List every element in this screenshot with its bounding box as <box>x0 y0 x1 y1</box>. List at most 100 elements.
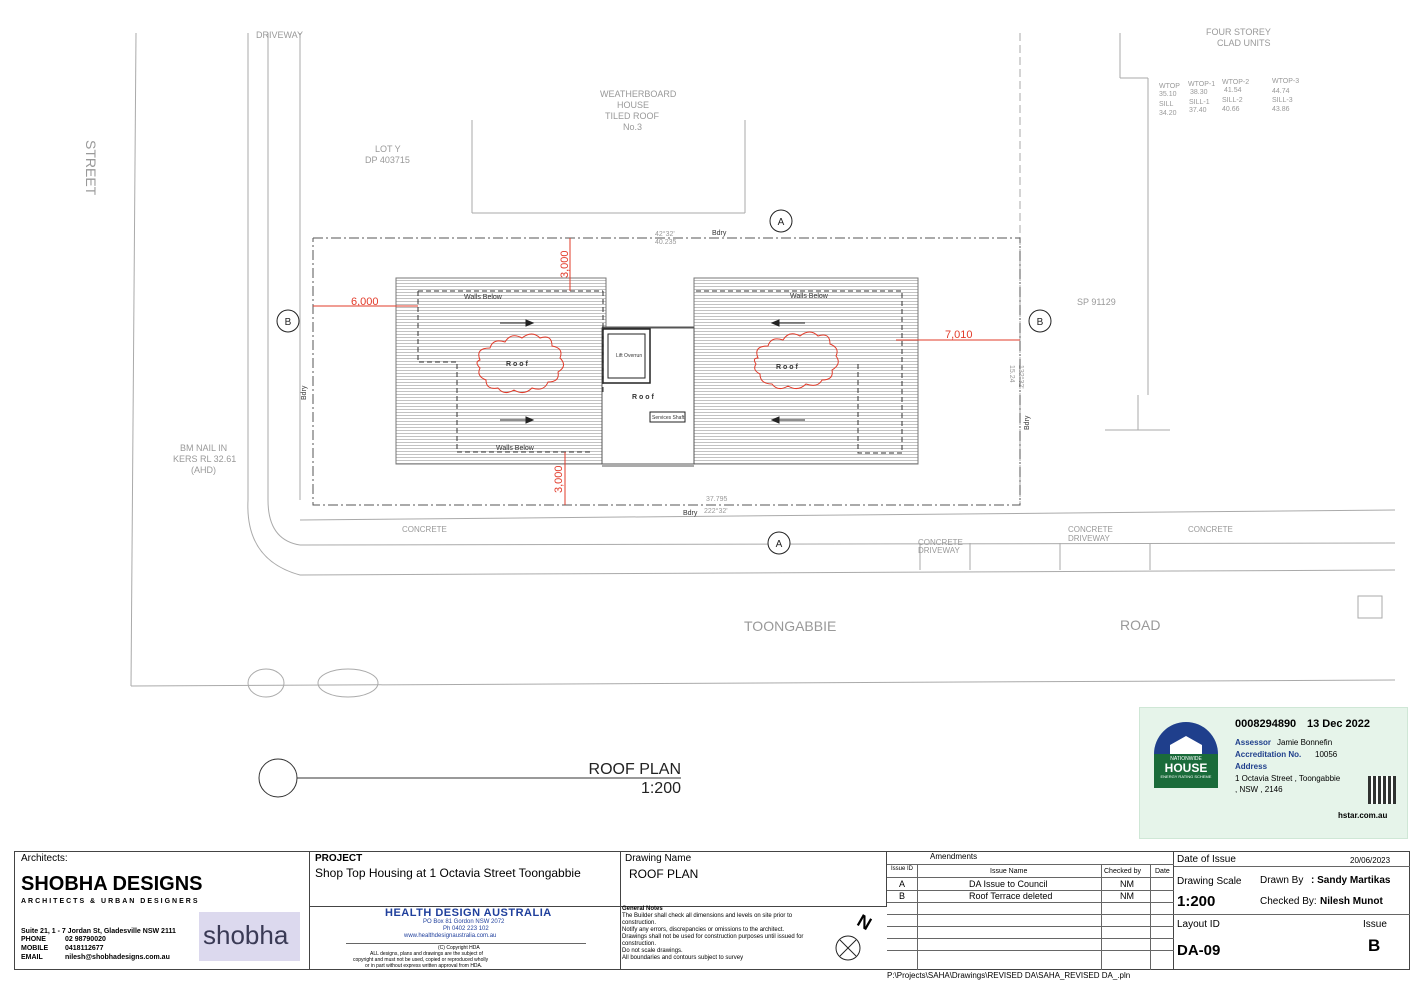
svg-text:44.74: 44.74 <box>1272 88 1290 95</box>
col-date: Date <box>1155 868 1170 875</box>
amendments-label: Amendments <box>930 852 978 861</box>
roof-block-west <box>395 277 607 465</box>
amend-a-checked: NM <box>1120 879 1134 889</box>
hda-ph: Ph 0402 223 102 <box>443 926 489 932</box>
cert-address-1: 1 Octavia Street , Toongabbie <box>1235 774 1341 783</box>
note-5: construction. <box>622 941 657 947</box>
dim-left: 6,000 <box>351 296 379 308</box>
amend-a-name: DA Issue to Council <box>969 879 1048 889</box>
concrete-1: CONCRETE <box>402 525 447 534</box>
note-4: Drawings shall not be used for construct… <box>622 934 804 940</box>
site-boundary <box>312 237 1021 506</box>
bm-2: KERS RL 32.61 <box>173 454 236 464</box>
section-b-right <box>1028 309 1052 333</box>
section-a-top-label: A <box>778 217 785 228</box>
boundary-top-length: 40.235 <box>655 239 677 246</box>
firm-name: SHOBHA DESIGNS <box>21 873 203 895</box>
concrete-driveway-1a: CONCRETE <box>918 538 963 547</box>
col-checked: Checked by <box>1104 868 1141 875</box>
hda-po: PO Box 81 Gordon NSW 2072 <box>423 919 505 925</box>
roof-plan-title: ROOF PLAN <box>589 761 681 778</box>
lot-2: DP 403715 <box>365 155 410 165</box>
hda-copyright: (C) Copyright HDA <box>438 945 480 951</box>
boundary-right-length: 15.24 <box>1008 365 1015 383</box>
note-3: Notify any errors, discrepancies or omis… <box>622 927 785 933</box>
mobile-value: 0418112677 <box>65 945 104 952</box>
four-storey-2: CLAD UNITS <box>1217 38 1271 48</box>
svg-text:WTOP-3: WTOP-3 <box>1272 78 1299 85</box>
cert-assessor: Jamie Bonnefin <box>1277 738 1333 747</box>
logo-text-2: HOUSE <box>1164 761 1208 775</box>
note-1: The Builder shall check all dimensions a… <box>622 913 793 919</box>
architects-cell <box>14 851 310 970</box>
cert-number: 0008294890 <box>1235 718 1297 730</box>
section-a-top <box>769 209 793 233</box>
street-label-vertical: STREET <box>83 140 99 196</box>
svg-text:SILL-1: SILL-1 <box>1189 99 1210 106</box>
layout-id: DA-09 <box>1177 942 1221 959</box>
sp-label: SP 91129 <box>1077 297 1116 307</box>
bdry-left: Bdry <box>301 385 308 400</box>
file-path: P:\Projects\SAHA\Drawings\REVISED DA\SAH… <box>887 971 1131 980</box>
boundary-bottom-bearing: 222°32' <box>704 507 728 515</box>
project-cell <box>310 851 621 907</box>
weatherboard-4: No.3 <box>623 122 642 132</box>
drawing-scale: 1:200 <box>1177 893 1216 910</box>
drawing-name-label: Drawing Name <box>625 853 692 864</box>
drawing-name-cell <box>621 851 887 907</box>
drawn-by-label: Drawn By <box>1260 875 1304 886</box>
driveway-label: DRIVEWAY <box>256 30 303 40</box>
bm-3: (AHD) <box>191 465 216 475</box>
section-b-right-label: B <box>1037 317 1044 328</box>
architects-label: Architects: <box>21 853 68 864</box>
svg-text:WTOP-2: WTOP-2 <box>1222 79 1249 86</box>
lift-overrun-label: Lift Overrun <box>616 353 642 359</box>
note-2: construction. <box>622 920 657 926</box>
svg-text:41.54: 41.54 <box>1224 87 1242 94</box>
concrete-driveway-2a: CONCRETE <box>1068 525 1113 534</box>
weatherboard-2: HOUSE <box>617 100 649 110</box>
svg-text:40.66: 40.66 <box>1222 106 1240 113</box>
boundary-bottom-length: 37.795 <box>706 496 728 503</box>
hda-legal-2: copyright and must not be used, copied o… <box>353 957 489 963</box>
email-value[interactable]: nilesh@shobhadesigns.com.au <box>65 954 170 961</box>
roof-plan-title-circle <box>258 758 298 798</box>
nathers-logo: NATIONWIDE HOUSE ENERGY RATING SCHEME <box>1154 722 1218 792</box>
svg-text:WTOP: WTOP <box>1159 83 1180 90</box>
concrete-driveway-2b: DRIVEWAY <box>1068 534 1110 543</box>
walls-below-top-west: Walls Below <box>464 294 503 301</box>
cert-accreditation-label: Accreditation No. <box>1235 750 1302 759</box>
roof-plan-drawing: 3,000 3,000 6,000 7,010 Walls Below Wall… <box>83 27 1396 798</box>
section-markers <box>276 209 1052 555</box>
general-notes-label: General Notes <box>622 906 663 912</box>
hda-legal-1: ALL designs, plans and drawings are the … <box>370 951 483 957</box>
walls-below-bottom: Walls Below <box>496 445 535 452</box>
street-label-toongabbie: TOONGABBIE <box>744 618 836 634</box>
hda-legal-3: or in part without express written appro… <box>365 963 483 969</box>
title-block <box>14 851 1410 970</box>
services-shaft-label: Services Shaft <box>652 415 685 421</box>
boundary-top-bearing: 42°32' <box>655 230 675 238</box>
section-b-left-label: B <box>285 317 292 328</box>
dim-bottom: 3,000 <box>553 465 565 493</box>
roof-plan-scale: 1:200 <box>641 780 681 797</box>
cert-website[interactable]: hstar.com.au <box>1338 811 1388 820</box>
bdry-right: Bdry <box>1024 415 1031 430</box>
weatherboard-1: WEATHERBOARD <box>600 89 677 99</box>
firm-address: Suite 21, 1 - 7 Jordan St, Gladesville N… <box>21 928 176 935</box>
hda-web[interactable]: www.healthdesignaustralia.com.au <box>404 933 497 939</box>
street-label-road: ROAD <box>1120 617 1160 633</box>
bdry-top: Bdry <box>712 230 727 237</box>
col-issue-id: Issue ID <box>891 866 914 872</box>
note-7: All boundaries and contours subject to s… <box>622 955 744 961</box>
drawn-by: : Sandy Martikas <box>1311 875 1391 886</box>
road-lines <box>130 32 1396 698</box>
concrete-driveway-1b: DRIVEWAY <box>918 546 960 555</box>
svg-text:35.10: 35.10 <box>1159 91 1177 98</box>
cert-assessor-label: Assessor <box>1235 738 1272 747</box>
project-label: PROJECT <box>315 853 363 864</box>
logo-text-3: ENERGY RATING SCHEME <box>1160 774 1212 779</box>
shobha-logo: shobha <box>199 912 300 961</box>
amend-a-id: A <box>899 879 906 889</box>
